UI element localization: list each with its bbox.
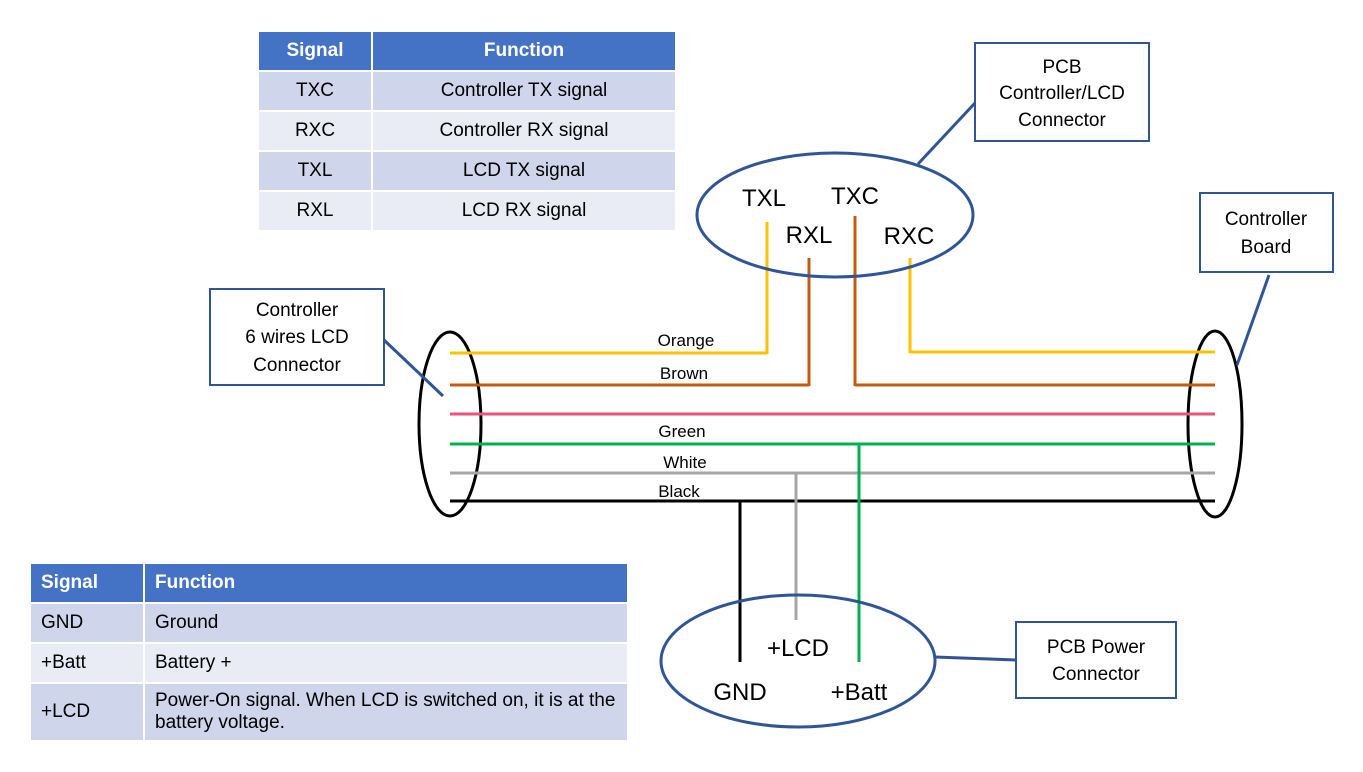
right-cable-end	[1186, 329, 1244, 519]
callout-line: Board	[1241, 237, 1292, 258]
pcb-controller-lcd-connector	[695, 151, 975, 279]
callout-line: Connector	[1018, 110, 1106, 131]
signal-cell: GND	[29, 602, 145, 644]
table-header-row: Signal Function	[29, 562, 629, 604]
callout-pcb-controller-lcd: PCB Controller/LCD Connector	[974, 42, 1150, 142]
power-signal-table: Signal Function GND Ground +Batt Battery…	[29, 562, 629, 742]
callout-pcb-power: PCB Power Connector	[1015, 621, 1177, 699]
callout-line: Controller	[1225, 209, 1308, 230]
pin-label-txc: TXC	[831, 183, 879, 210]
pin-label-lcd: +LCD	[767, 635, 829, 662]
pin-label-batt: +Batt	[831, 679, 888, 706]
leader-pcb-power	[934, 655, 1017, 662]
function-cell: Controller TX signal	[371, 70, 677, 112]
wire-label-green: Green	[658, 422, 705, 441]
column-header-signal: Signal	[29, 562, 145, 604]
table-row: TXL LCD TX signal	[257, 150, 677, 192]
table-row: +Batt Battery +	[29, 642, 629, 684]
pcb-power-connector	[659, 593, 937, 729]
signal-cell: +Batt	[29, 642, 145, 684]
column-header-function: Function	[143, 562, 629, 604]
table-header-row: Signal Function	[257, 30, 677, 72]
signal-cell: TXC	[257, 70, 373, 112]
leader-controller-6wires	[382, 338, 445, 398]
wire-label-black: Black	[658, 482, 700, 501]
callout-line: PCB	[1042, 57, 1081, 78]
table-row: GND Ground	[29, 602, 629, 644]
wire-label-orange: Orange	[658, 331, 715, 350]
pin-label-rxl: RXL	[786, 222, 833, 249]
callout-line: 6 wires LCD	[245, 327, 348, 348]
signal-cell: RXL	[257, 190, 373, 232]
pin-label-txl: TXL	[742, 185, 786, 212]
wire-label-brown: Brown	[660, 364, 708, 383]
wire-label-white: White	[663, 453, 706, 472]
signal-function-table: Signal Function TXC Controller TX signal…	[257, 30, 677, 232]
callout-line: Connector	[1052, 664, 1140, 685]
callout-controller-6wires: Controller 6 wires LCD Connector	[209, 288, 385, 386]
signal-cell: RXC	[257, 110, 373, 152]
callout-line: Controller/LCD	[999, 83, 1125, 104]
function-cell: LCD RX signal	[371, 190, 677, 232]
callout-line: Connector	[253, 355, 341, 376]
callout-line: PCB Power	[1047, 637, 1146, 658]
callout-line: Controller	[256, 300, 339, 321]
callout-controller-board: Controller Board	[1199, 192, 1334, 273]
table-row: RXL LCD RX signal	[257, 190, 677, 232]
left-cable-end	[417, 330, 483, 518]
signal-cell: +LCD	[29, 682, 145, 742]
table-row: +LCD Power-On signal. When LCD is switch…	[29, 682, 629, 742]
pin-label-gnd: GND	[713, 679, 766, 706]
function-cell: LCD TX signal	[371, 150, 677, 192]
column-header-function: Function	[371, 30, 677, 72]
pin-label-rxc: RXC	[884, 223, 935, 250]
function-cell: Power-On signal. When LCD is switched on…	[143, 682, 629, 742]
leader-pcb-controller-lcd	[916, 101, 977, 166]
function-cell: Controller RX signal	[371, 110, 677, 152]
function-cell: Battery +	[143, 642, 629, 684]
table-row: RXC Controller RX signal	[257, 110, 677, 152]
function-cell: Ground	[143, 602, 629, 644]
signal-cell: TXL	[257, 150, 373, 192]
table-row: TXC Controller TX signal	[257, 70, 677, 112]
leader-controller-board	[1235, 274, 1271, 366]
column-header-signal: Signal	[257, 30, 373, 72]
